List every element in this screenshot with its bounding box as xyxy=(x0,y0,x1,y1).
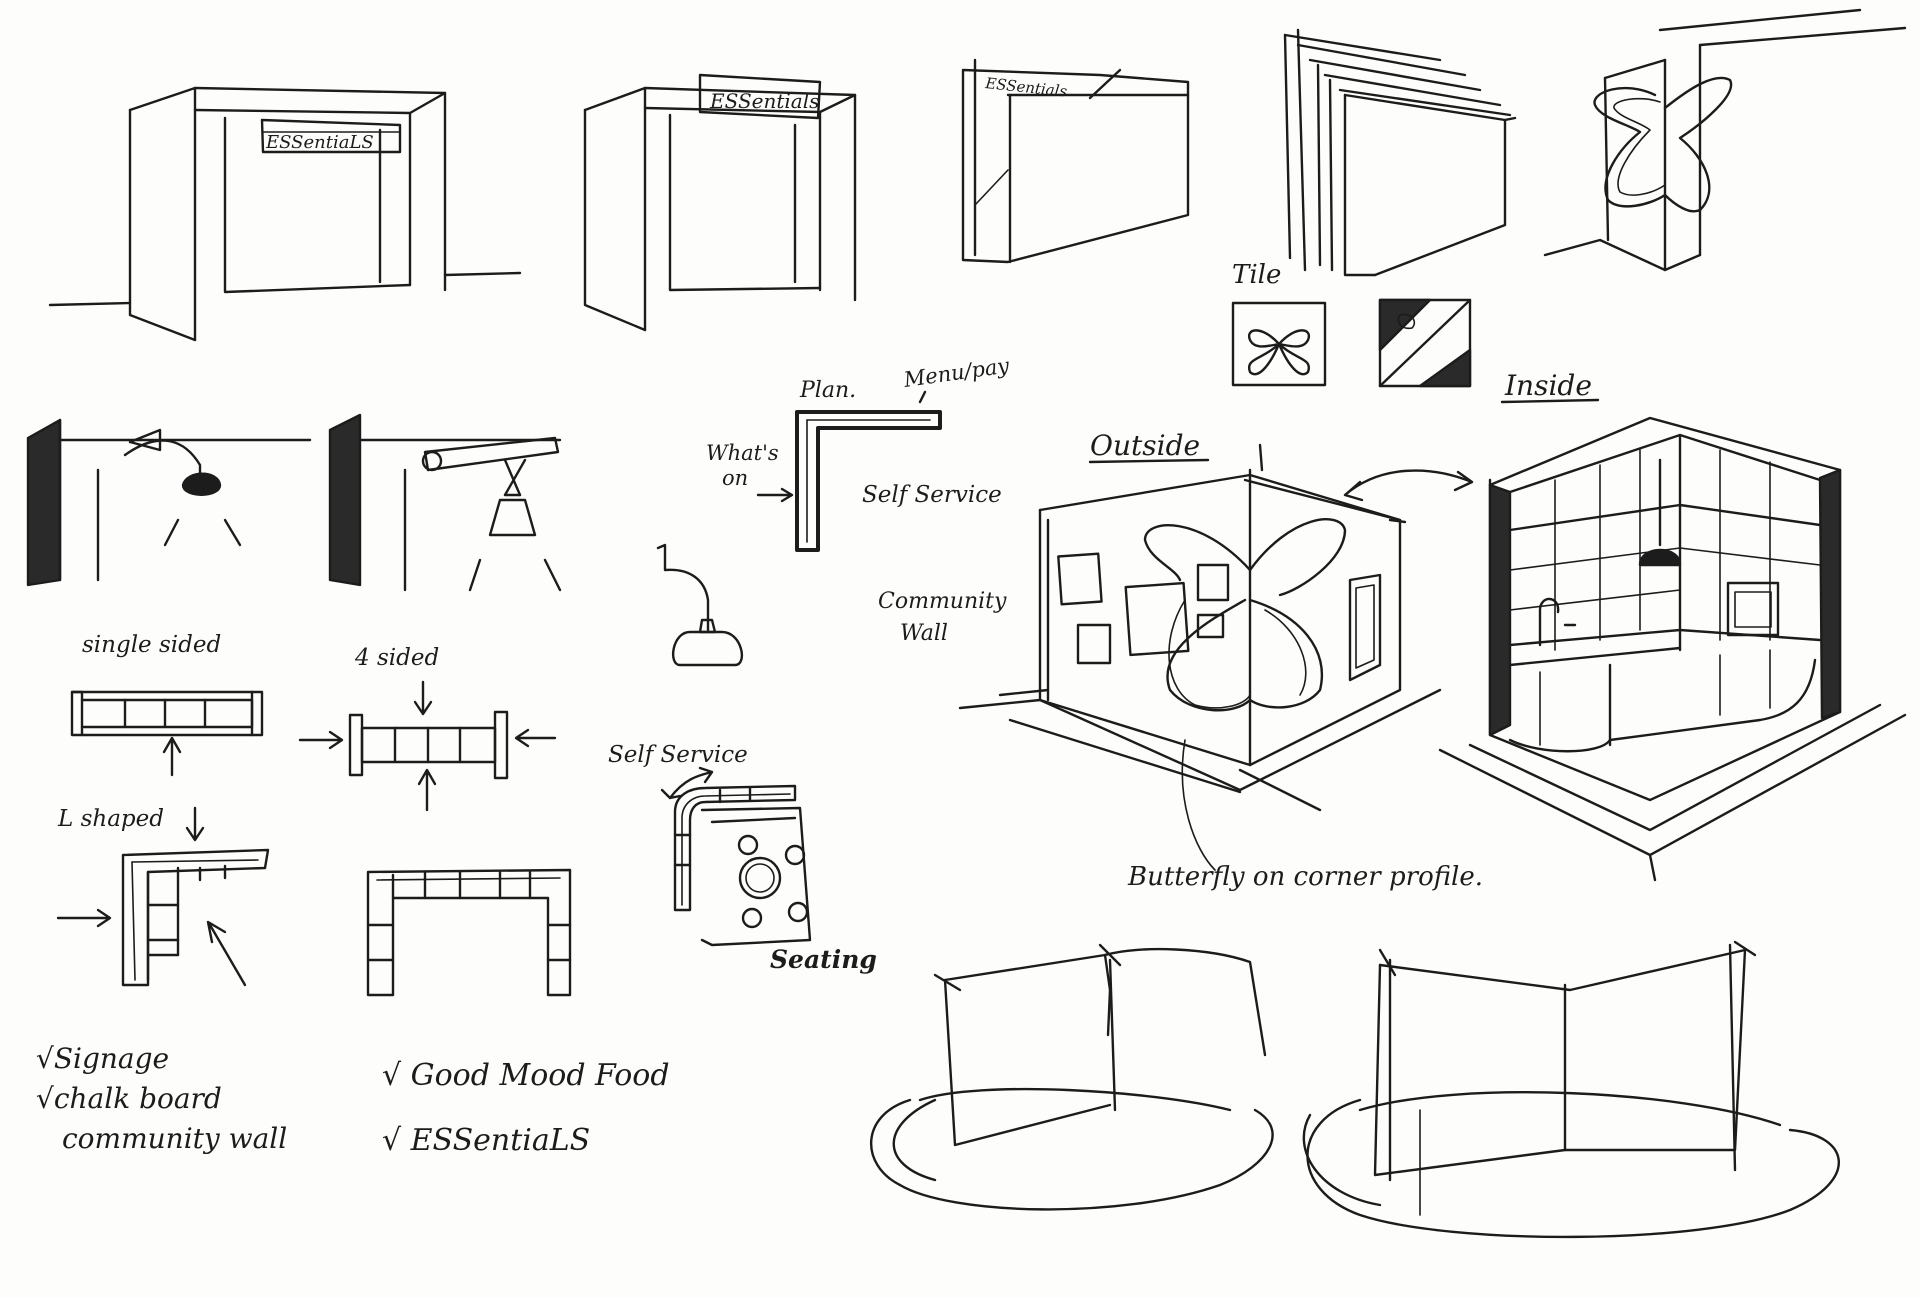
pendant-lamp-detail xyxy=(656,543,744,667)
checklist-good-mood-food: √ Good Mood Food xyxy=(382,1058,670,1093)
outside-kiosk-sketch xyxy=(958,443,1442,871)
l-shaped-label: L shaped xyxy=(57,806,164,832)
tile-heading: Tile xyxy=(1232,260,1281,290)
seating-plan xyxy=(673,784,812,947)
layered-panels-sketch xyxy=(1283,28,1517,277)
wall-lamp-detail xyxy=(26,418,312,587)
l-shaped-counter xyxy=(56,806,270,987)
outside-inside-arrow xyxy=(1343,469,1474,502)
sign-label-3: ESSentials xyxy=(984,74,1069,101)
checklist-signage: √Signage xyxy=(36,1042,169,1075)
menu-pay-label: Menu/pay xyxy=(901,353,1011,392)
four-sided-counter xyxy=(298,680,557,812)
whats-on-arrow xyxy=(756,487,794,503)
u-shaped-counter xyxy=(366,868,572,997)
sign-label-1: ESSentiaLS xyxy=(265,132,374,153)
outside-heading: Outside xyxy=(1090,429,1200,462)
rail-lamp-detail xyxy=(328,413,562,592)
plan-heading: Plan. xyxy=(799,378,856,403)
community-wall-label-2: Wall xyxy=(900,621,948,646)
plan-l-counter xyxy=(795,410,942,552)
self-service-curved-arrow xyxy=(660,766,714,800)
booth-sketch-3 xyxy=(961,58,1190,264)
self-service-seating-label: Self Service xyxy=(608,742,748,768)
tile-pattern-butterfly xyxy=(1378,298,1472,388)
double-screen-sketch xyxy=(1302,940,1840,1239)
inside-heading: Inside xyxy=(1504,369,1592,402)
menu-pay-arrow xyxy=(918,390,927,404)
checklist-community-wall: community wall xyxy=(62,1122,287,1155)
community-wall-label-1: Community xyxy=(878,589,1007,614)
checklist-chalk-board: √chalk board xyxy=(36,1082,222,1115)
booth-sketch-1 xyxy=(48,86,522,342)
outside-underline xyxy=(1088,458,1210,464)
inside-kiosk-sketch xyxy=(1438,416,1907,882)
whats-on-label-1: What's xyxy=(706,441,779,465)
single-sided-counter xyxy=(70,690,264,777)
sign-label-2: ESSentials xyxy=(709,89,819,113)
four-sided-label: 4 sided xyxy=(354,645,439,671)
single-screen-sketch xyxy=(869,943,1274,1211)
seating-label: Seating xyxy=(770,945,877,974)
butterfly-caption: Butterfly on corner profile. xyxy=(1127,862,1483,892)
whats-on-label-2: on xyxy=(722,466,748,490)
tile-pattern-floral xyxy=(1231,301,1327,387)
self-service-plan-label: Self Service xyxy=(862,482,1002,508)
inside-underline xyxy=(1500,398,1600,404)
butterfly-wall-sketch xyxy=(1543,8,1907,272)
booth-sketch-2 xyxy=(583,73,857,332)
checklist-essentials: √ ESSentiaLS xyxy=(382,1123,590,1158)
single-sided-label: single sided xyxy=(82,632,221,658)
